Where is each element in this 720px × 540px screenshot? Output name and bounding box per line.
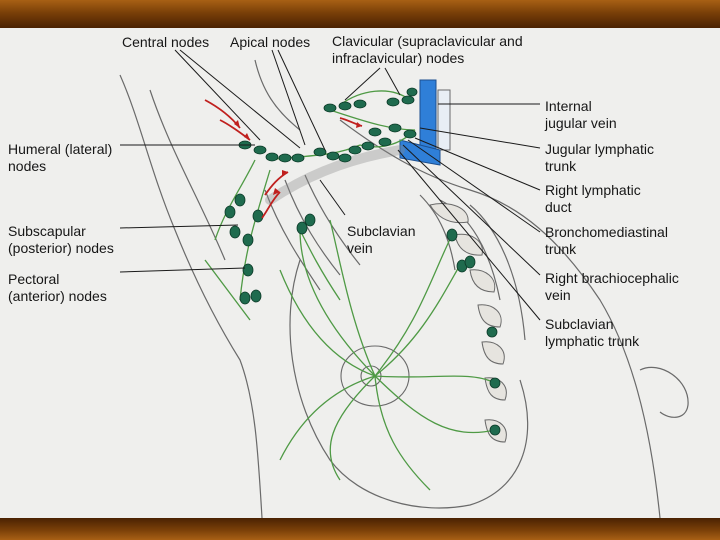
anatomy-figure: Central nodes Apical nodes Clavicular (s… [0,28,720,518]
lymph-nodes [225,88,500,435]
label-jugular-trunk-line1: Jugular lymphatic [545,141,654,158]
label-subscapular-line1: Subscapular [8,223,86,240]
label-internal-jugular-line1: Internal [545,98,592,115]
ribs [430,204,506,442]
label-humeral-line1: Humeral (lateral) [8,141,112,158]
bottom-frame-band [0,518,720,540]
label-brachiocephalic-line1: Right brachiocephalic [545,270,679,287]
label-subclavian-vein-line1: Subclavian [347,223,416,240]
label-jugular-trunk-line2: trunk [545,158,576,175]
label-central-nodes: Central nodes [122,34,209,51]
label-right-duct-line1: Right lymphatic [545,182,641,199]
label-pectoral-line2: (anterior) nodes [8,288,107,305]
label-brachiocephalic-line2: vein [545,287,571,304]
label-clavicular-line2: infraclavicular) nodes [332,50,464,67]
label-humeral-line2: nodes [8,158,46,175]
label-apical-nodes: Apical nodes [230,34,310,51]
label-bronchomediastinal-line2: trunk [545,241,576,258]
label-subclavian-trunk-line2: lymphatic trunk [545,333,639,350]
label-pectoral-line1: Pectoral [8,271,59,288]
top-frame-band [0,0,720,28]
label-subscapular-line2: (posterior) nodes [8,240,114,257]
label-clavicular-line1: Clavicular (supraclavicular and [332,33,523,50]
label-right-duct-line2: duct [545,199,571,216]
label-subclavian-trunk-line1: Subclavian [545,316,614,333]
label-internal-jugular-line2: jugular vein [545,115,617,132]
label-subclavian-vein-line2: vein [347,240,373,257]
label-bronchomediastinal-line1: Bronchomediastinal [545,224,668,241]
